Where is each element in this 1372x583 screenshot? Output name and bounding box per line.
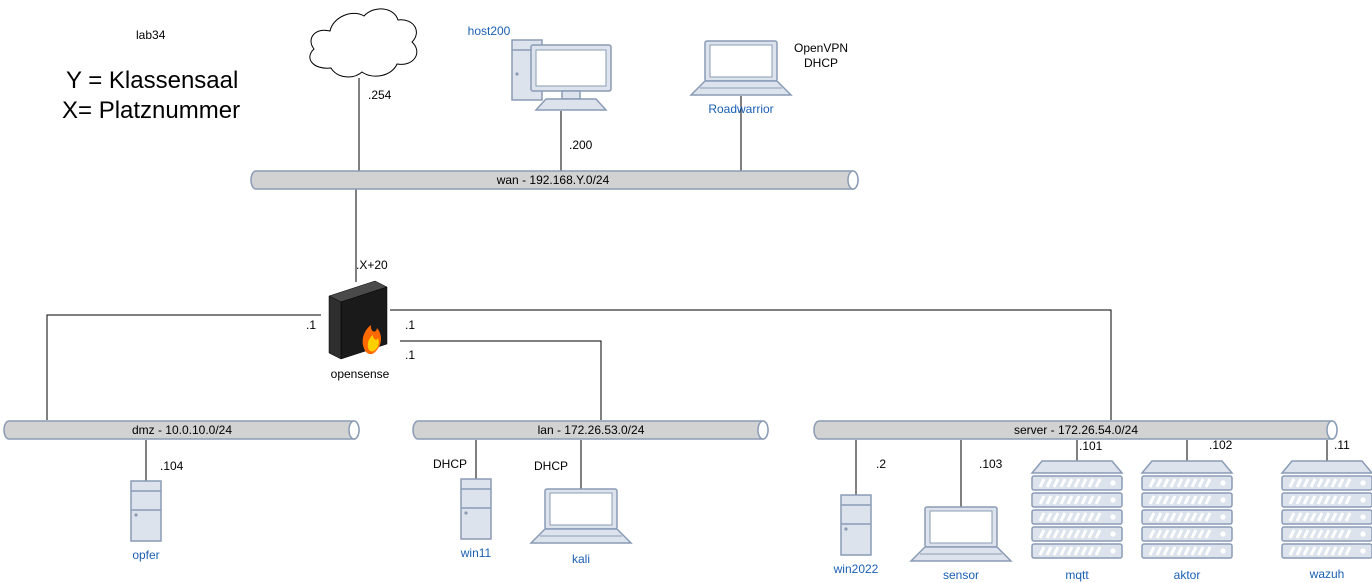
win2022-address: .2 bbox=[876, 457, 886, 471]
wan-bus bbox=[250, 170, 859, 190]
firewall-icon bbox=[328, 280, 388, 360]
roadwarrior-name: Roadwarrior bbox=[708, 102, 773, 116]
win11-address: DHCP bbox=[433, 457, 467, 471]
roadwarrior-laptop-icon bbox=[690, 40, 792, 96]
win11-tower-icon bbox=[460, 478, 492, 540]
dmz-bus bbox=[3, 420, 360, 440]
wire-firewall-dmz bbox=[46, 314, 321, 420]
mqtt-server-rack-icon bbox=[1032, 461, 1122, 558]
legend-x: X= Platznummer bbox=[62, 97, 240, 124]
roadwarrior-note-openvpn: OpenVPN bbox=[794, 41, 848, 55]
lan-bus bbox=[412, 420, 769, 440]
server-network-label: server - 172.26.54.0/24 bbox=[1014, 423, 1138, 437]
lab-label: lab34 bbox=[136, 28, 166, 42]
kali-address: DHCP bbox=[534, 459, 568, 473]
host200-address: .200 bbox=[569, 138, 593, 152]
wazuh-name: wazuh bbox=[1309, 567, 1345, 581]
aktor-name: aktor bbox=[1174, 568, 1201, 582]
server-bus bbox=[813, 420, 1338, 440]
wan-network-label: wan - 192.168.Y.0/24 bbox=[496, 173, 610, 187]
opfer-name: opfer bbox=[132, 548, 159, 562]
aktor-server-rack-icon bbox=[1142, 461, 1232, 558]
roadwarrior-note-dhcp: DHCP bbox=[804, 56, 838, 70]
win2022-name: win2022 bbox=[833, 562, 879, 576]
wire-firewall-server bbox=[390, 309, 1112, 420]
opfer-tower-icon bbox=[130, 480, 162, 542]
internet-address: .254 bbox=[368, 88, 392, 102]
mqtt-name: mqtt bbox=[1065, 568, 1089, 582]
win2022-tower-icon bbox=[840, 494, 872, 556]
dmz-network-label: dmz - 10.0.10.0/24 bbox=[132, 423, 232, 437]
lan-network-label: lan - 172.26.53.0/24 bbox=[538, 423, 645, 437]
host200-name: host200 bbox=[468, 24, 511, 38]
desktop-computer-icon bbox=[511, 39, 612, 111]
wire-firewall-lan bbox=[400, 340, 602, 420]
aktor-address: .102 bbox=[1209, 438, 1233, 452]
wazuh-address: .11 bbox=[1334, 438, 1350, 452]
firewall-wan-address: .X+20 bbox=[356, 258, 388, 272]
firewall-name: opensense bbox=[331, 367, 390, 381]
connection-lines bbox=[46, 78, 1328, 507]
win11-name: win11 bbox=[460, 546, 492, 560]
mqtt-address: .101 bbox=[1079, 439, 1103, 453]
kali-laptop-icon bbox=[530, 488, 632, 544]
sensor-address: .103 bbox=[979, 457, 1003, 471]
internet-cloud-icon bbox=[309, 8, 418, 78]
firewall-lan-address: .1 bbox=[405, 348, 415, 362]
wazuh-server-rack-icon bbox=[1282, 461, 1372, 558]
opfer-address: .104 bbox=[160, 459, 184, 473]
legend-y: Y = Klassensaal bbox=[66, 67, 238, 94]
sensor-laptop-icon bbox=[910, 506, 1012, 562]
sensor-name: sensor bbox=[943, 568, 979, 582]
firewall-dmz-address: .1 bbox=[306, 318, 316, 332]
firewall-server-address: .1 bbox=[405, 318, 415, 332]
kali-name: kali bbox=[572, 552, 590, 566]
